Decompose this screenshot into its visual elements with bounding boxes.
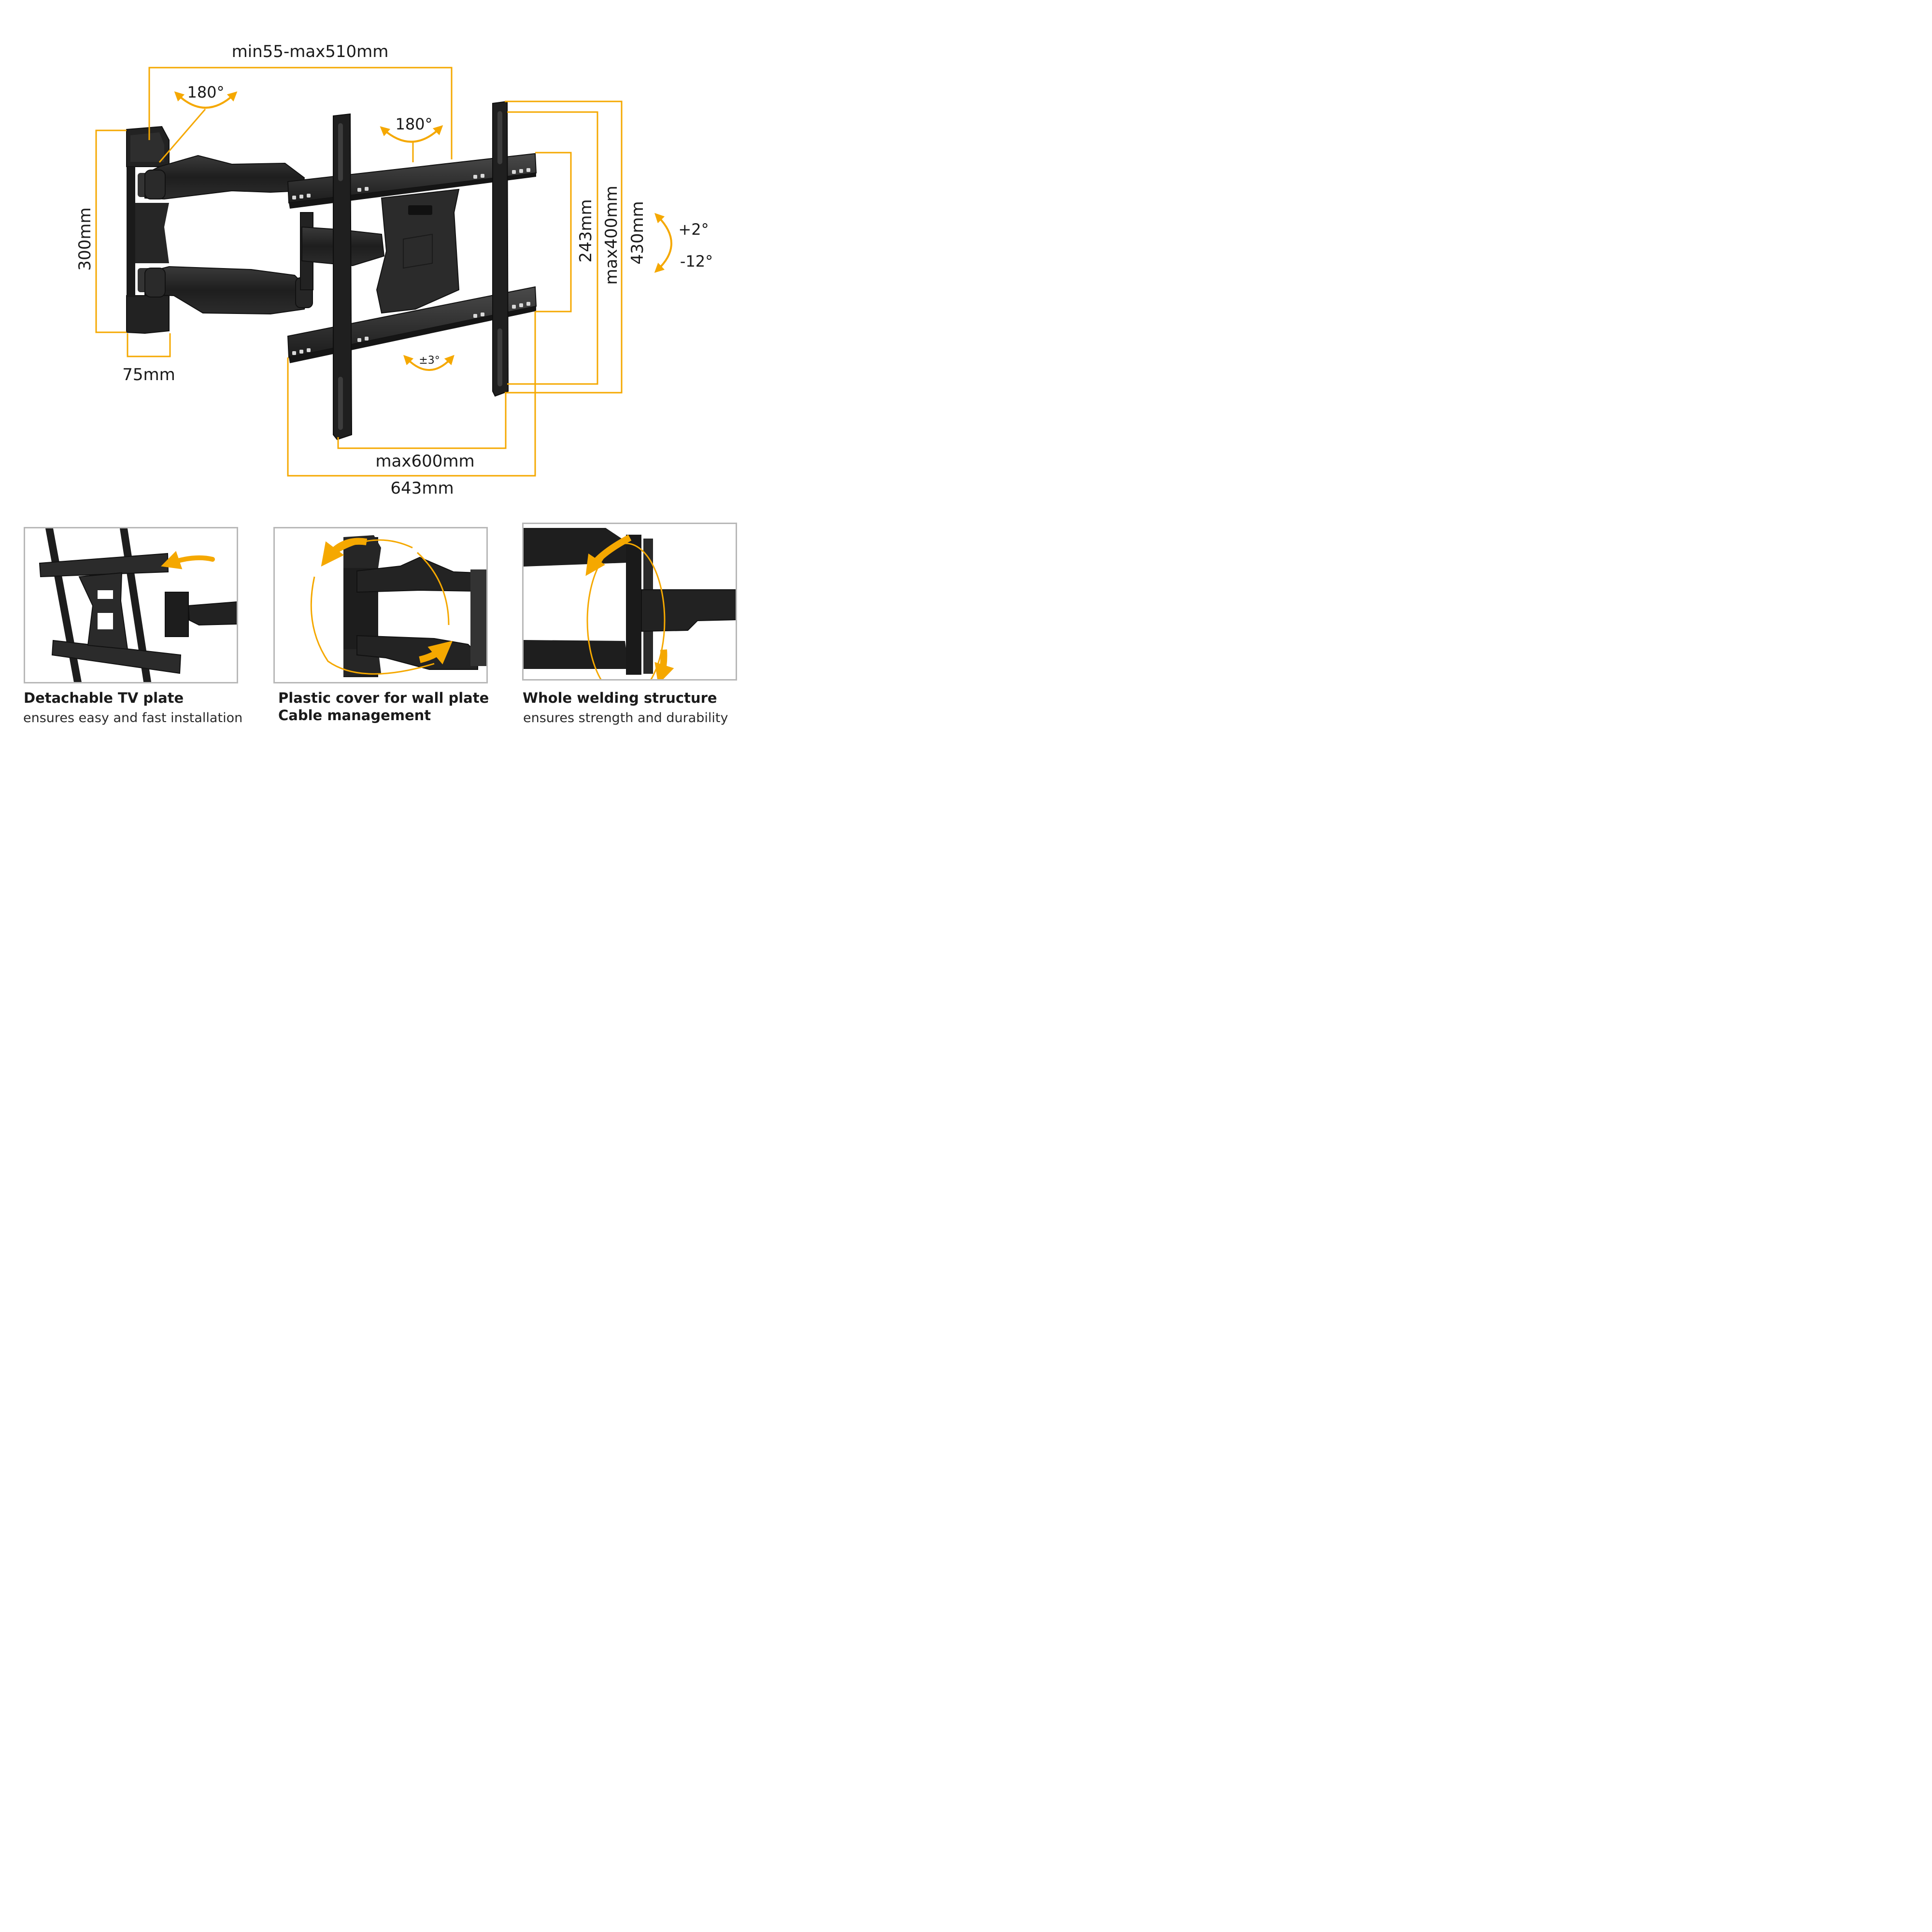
feature-2-subtitle: Cable management [278, 707, 431, 724]
dimension-lines [95, 67, 623, 477]
feature-panel-plastic-cover [273, 527, 488, 683]
rotation-arcs [174, 91, 672, 371]
feature-1-title: Detachable TV plate [24, 690, 184, 706]
upper-arm [144, 155, 305, 200]
plastic-cover-illustration [310, 535, 486, 677]
wall-plate-width-label: 75mm [122, 365, 175, 384]
feature-panel-detachable [24, 527, 238, 683]
wall-swivel-label: 180° [187, 83, 224, 101]
vesa-horizontal-label: max600mm [375, 452, 474, 471]
tilt-up-label: +2° [678, 220, 709, 239]
feature-2-title: Plastic cover for wall plate [278, 690, 489, 706]
tilt-down-label: -12° [680, 252, 713, 270]
left-vertical-rail [333, 113, 353, 440]
right-vertical-rail [492, 100, 509, 397]
feature-1-subtitle: ensures easy and fast installation [23, 710, 243, 725]
plate-height-label: 430mm [628, 201, 647, 264]
vesa-vertical-label: max400mm [602, 185, 621, 284]
detachable-plate-illustration [39, 528, 237, 682]
feature-3-subtitle: ensures strength and durability [523, 710, 728, 725]
main-diagram: min55-max510mm 180° 180° 300mm 75mm ±3° … [75, 42, 713, 498]
center-vesa-plate [376, 188, 460, 314]
plate-swivel-label: 180° [395, 115, 432, 133]
arm-extension-label: min55-max510mm [232, 42, 389, 61]
rail-spacing-label: 243mm [576, 199, 596, 262]
rotation-label: ±3° [419, 355, 440, 367]
plate-width-label: 643mm [390, 479, 454, 498]
wall-plate-height-label: 300mm [75, 207, 95, 270]
lower-arm [144, 266, 313, 315]
feature-3-title: Whole welding structure [523, 690, 717, 706]
welding-structure-illustration [524, 528, 736, 679]
feature-panel-welding [522, 523, 737, 681]
